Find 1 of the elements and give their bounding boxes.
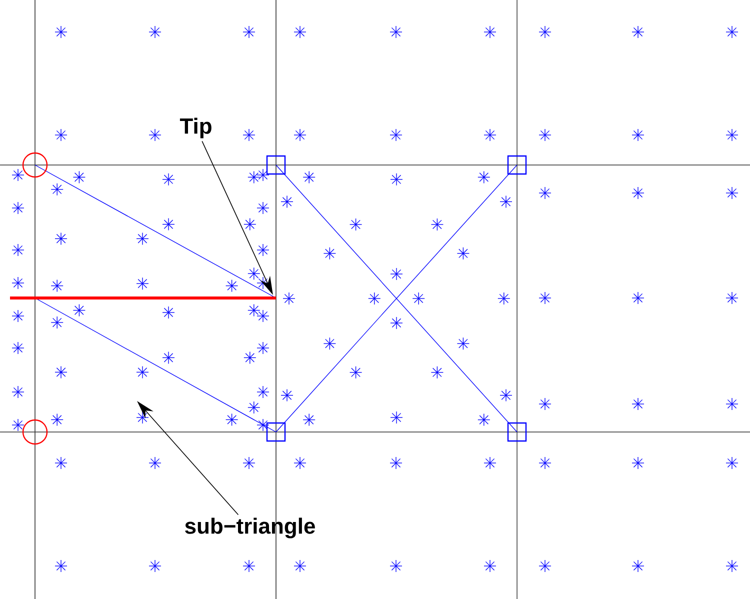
text-label: Tip: [180, 118, 212, 138]
